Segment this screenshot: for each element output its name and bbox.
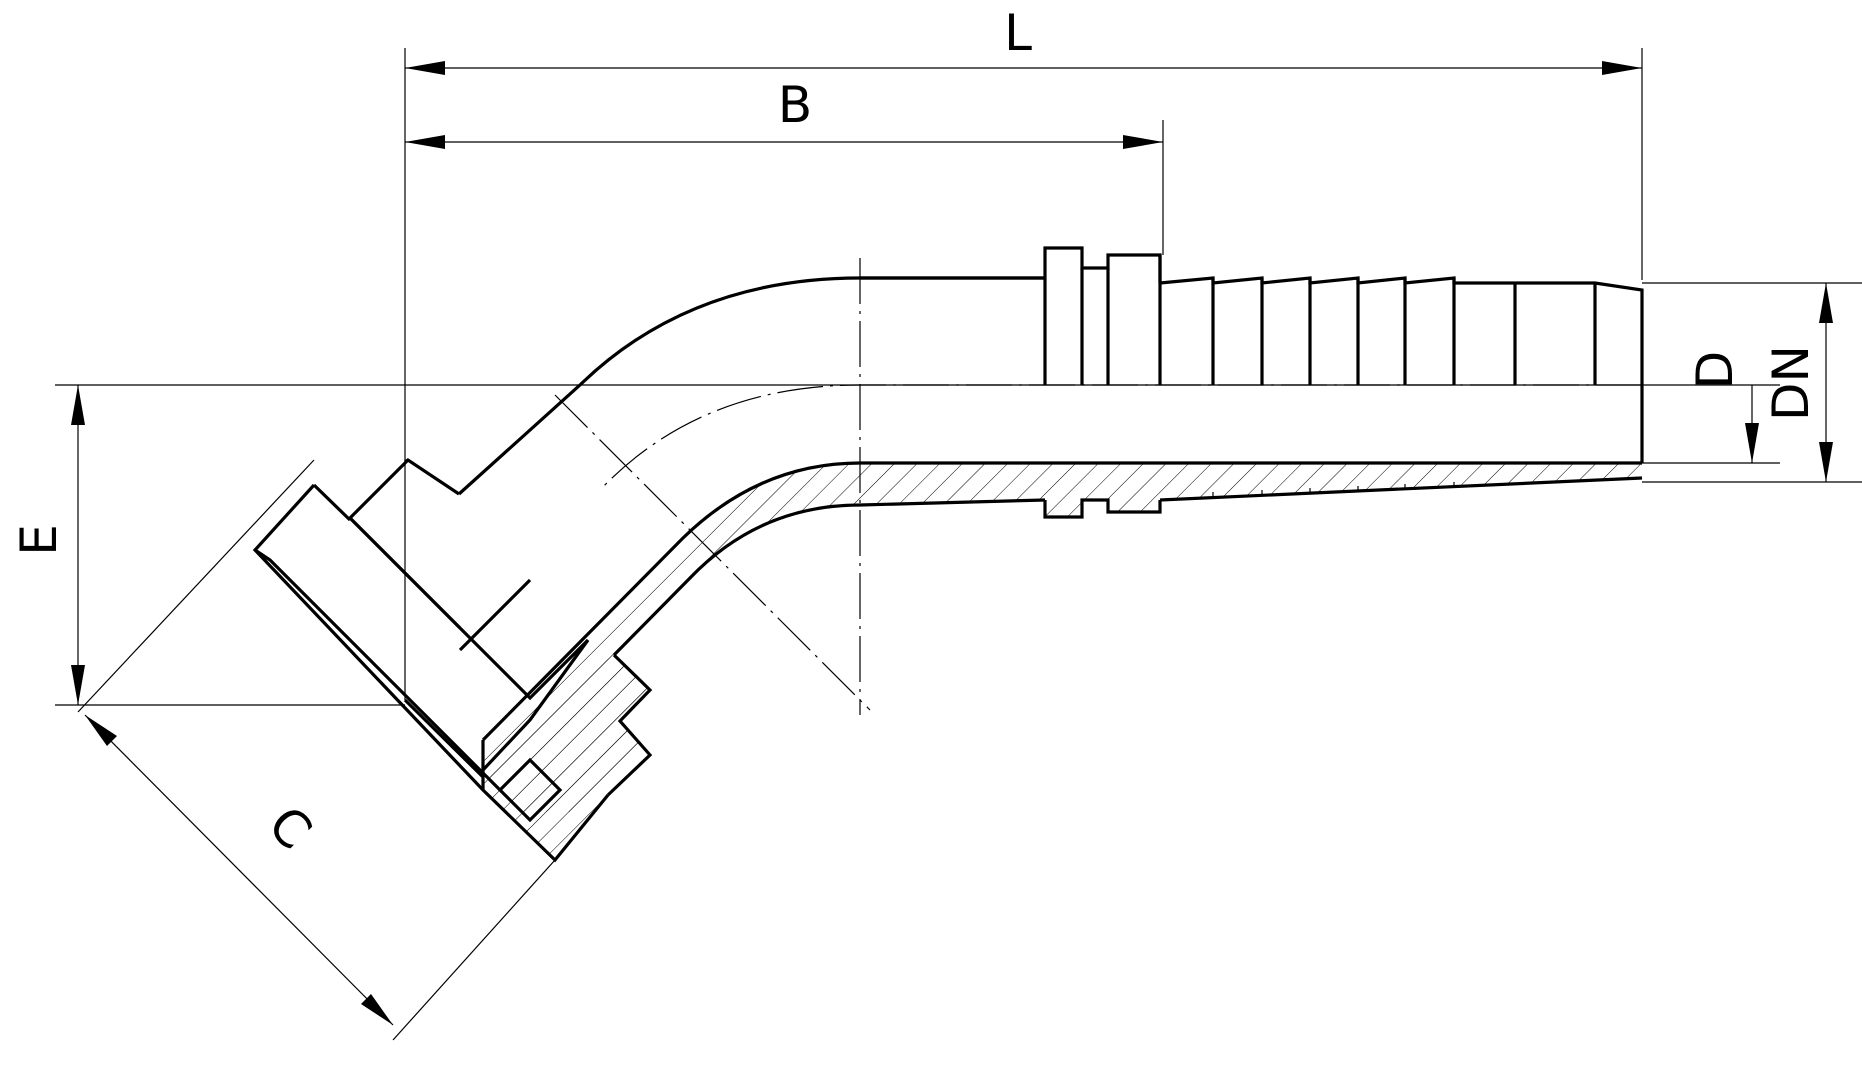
dimension-label-DN: DN — [1762, 345, 1820, 421]
dimension-label-C: C — [257, 795, 323, 861]
dimension-label-B: B — [778, 76, 812, 134]
dimension-D: D — [1642, 351, 1780, 464]
dimension-label-L: L — [1004, 4, 1032, 62]
dimension-E: E — [10, 384, 1780, 706]
fitting-outline — [252, 246, 1644, 863]
dimension-L: L — [404, 4, 1643, 700]
dimension-B: B — [405, 76, 1164, 255]
dimension-label-D: D — [1686, 351, 1744, 390]
section-hatching — [483, 463, 1642, 860]
dimension-label-E: E — [10, 524, 68, 556]
dimension-DN: DN — [1642, 282, 1862, 483]
